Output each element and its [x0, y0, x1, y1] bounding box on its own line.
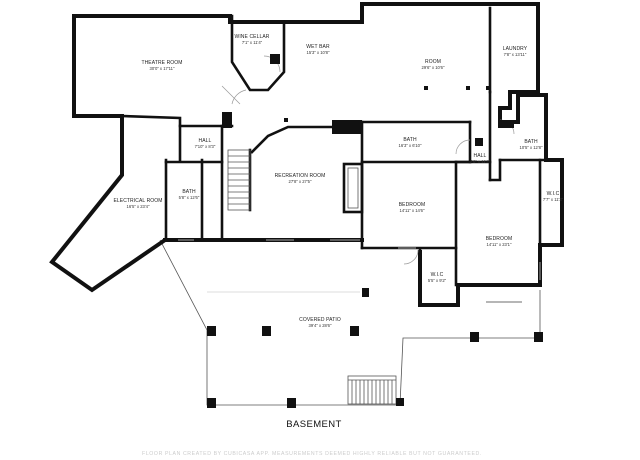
room-label-hall-right: HALL 7'0" x 11'3" — [470, 153, 491, 164]
room-label-bedroom-1: BEDROOM 14'11" x 14'6" — [399, 202, 426, 213]
svg-text:7'1" x 11'4": 7'1" x 11'4" — [242, 40, 263, 45]
svg-text:BEDROOM: BEDROOM — [486, 236, 513, 242]
room-label-electrical: ELECTRICAL ROOM 16'5" x 23'4" — [113, 198, 162, 209]
svg-text:BATH: BATH — [182, 189, 196, 195]
svg-text:ELECTRICAL ROOM: ELECTRICAL ROOM — [113, 198, 162, 204]
svg-text:29'6" x 10'6": 29'6" x 10'6" — [422, 65, 445, 70]
svg-text:16'5" x 23'4": 16'5" x 23'4" — [127, 204, 150, 209]
room-label-wic-1: W.I.C 7'7" x 11'3" — [543, 191, 564, 202]
svg-text:7'10" x 8'3": 7'10" x 8'3" — [195, 144, 216, 149]
patio-stairs — [347, 375, 397, 405]
svg-text:7'0" x 11'3": 7'0" x 11'3" — [470, 159, 491, 164]
svg-text:16'3" x 6'10": 16'3" x 6'10" — [399, 143, 422, 148]
svg-text:W.I.C: W.I.C — [431, 272, 444, 278]
room-label-patio: COVERED PATIO 39'4" x 28'6" — [299, 317, 341, 328]
windows — [178, 239, 541, 303]
svg-text:THEATRE ROOM: THEATRE ROOM — [141, 60, 182, 66]
svg-text:HALL: HALL — [199, 138, 212, 144]
svg-text:14'11" x 14'6": 14'11" x 14'6" — [400, 208, 425, 213]
interior-stairs — [227, 149, 251, 211]
svg-text:WINE CELLAR: WINE CELLAR — [235, 34, 270, 40]
room-label-bedroom-2: BEDROOM 14'11" x 23'1" — [486, 236, 513, 247]
room-label-bath-right: BATH 10'5" x 12'8" — [520, 139, 543, 150]
svg-text:RECREATION ROOM: RECREATION ROOM — [275, 173, 326, 179]
room-label-hall-left: HALL 7'10" x 8'3" — [195, 138, 216, 149]
floor-title: BASEMENT — [286, 419, 341, 430]
room-label-room: ROOM 29'6" x 10'6" — [422, 59, 445, 70]
svg-text:14'11" x 23'1": 14'11" x 23'1" — [487, 242, 512, 247]
room-label-theatre: THEATRE ROOM 30'0" x 17'11" — [141, 60, 182, 71]
patio-outline — [159, 239, 541, 406]
disclaimer-text: FLOOR PLAN CREATED BY CUBICASA APP. MEAS… — [142, 451, 482, 457]
room-label-laundry: LAUNDRY 7'8" x 13'11" — [503, 46, 528, 57]
door-swings — [221, 55, 515, 265]
columns — [207, 54, 543, 408]
svg-text:HALL: HALL — [474, 153, 487, 159]
room-label-wic-2: W.I.C 5'5" x 9'2" — [428, 272, 447, 283]
svg-text:5'5" x 9'2": 5'5" x 9'2" — [428, 278, 447, 283]
svg-text:27'8" x 27'5": 27'8" x 27'5" — [289, 179, 312, 184]
svg-text:WET BAR: WET BAR — [306, 44, 330, 50]
svg-text:BATH: BATH — [403, 137, 417, 143]
svg-text:39'4" x 28'6": 39'4" x 28'6" — [309, 323, 332, 328]
svg-text:W.I.C: W.I.C — [547, 191, 560, 197]
room-label-bath-left: BATH 5'8" x 12'6" — [179, 189, 200, 200]
svg-text:30'0" x 17'11": 30'0" x 17'11" — [150, 66, 175, 71]
svg-text:LAUNDRY: LAUNDRY — [503, 46, 528, 52]
room-label-wet-bar: WET BAR 15'3" x 10'8" — [306, 44, 330, 55]
exterior-walls — [49, 2, 564, 307]
room-label-wine-cellar: WINE CELLAR 7'1" x 11'4" — [235, 34, 270, 45]
svg-text:7'7" x 11'3": 7'7" x 11'3" — [543, 197, 564, 202]
interior-walls — [120, 6, 548, 307]
svg-text:BEDROOM: BEDROOM — [399, 202, 426, 208]
svg-text:10'5" x 12'8": 10'5" x 12'8" — [520, 145, 543, 150]
svg-text:15'3" x 10'8": 15'3" x 10'8" — [307, 50, 330, 55]
svg-text:BATH: BATH — [524, 139, 538, 145]
svg-text:COVERED PATIO: COVERED PATIO — [299, 317, 341, 323]
svg-text:7'8" x 13'11": 7'8" x 13'11" — [504, 52, 527, 57]
svg-text:5'8" x 12'6": 5'8" x 12'6" — [179, 195, 200, 200]
room-label-recreation: RECREATION ROOM 27'8" x 27'5" — [275, 173, 326, 184]
room-label-bath-upper: BATH 16'3" x 6'10" — [399, 137, 422, 148]
svg-text:ROOM: ROOM — [425, 59, 441, 65]
